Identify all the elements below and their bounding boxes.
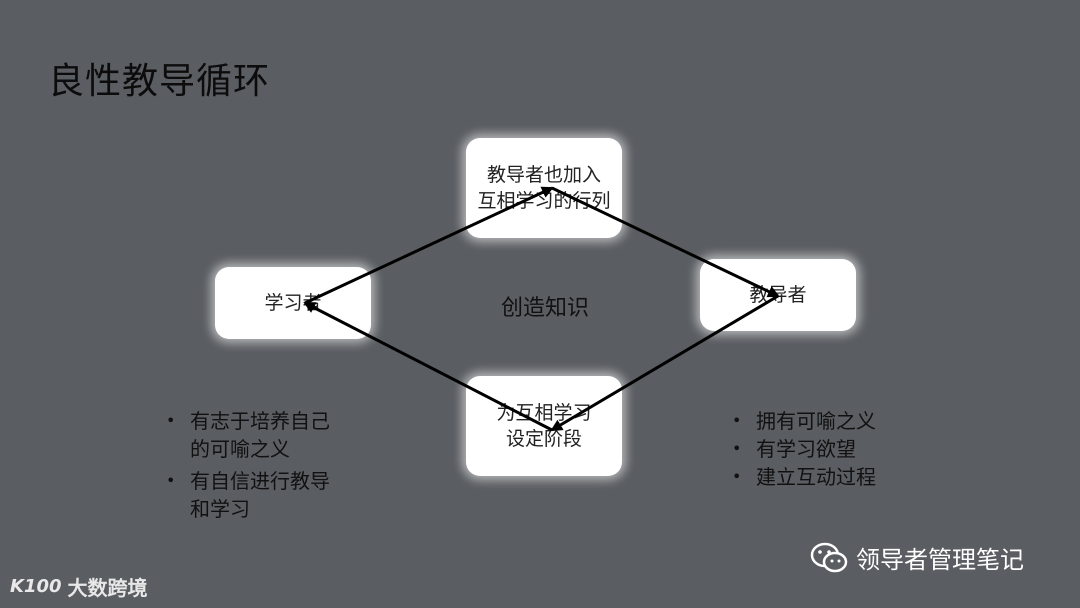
node-learner-label: 学习者 [264,292,322,314]
mentor-traits-list: 拥有可喻之义 有学习欲望 建立互动过程 [732,407,932,491]
center-label: 创造知识 [500,296,589,321]
logo-mark: K100 [10,576,62,597]
node-set-stage: 为互相学习 设定阶段 [466,376,622,476]
list-item: 建立互动过程 [732,463,932,491]
node-mentor: 教导者 [700,259,856,331]
node-learner: 学习者 [215,267,371,339]
learner-traits-list: 有志于培养自己的可喻之义 有自信进行教导和学习 [166,407,336,527]
node-set-stage-label: 为互相学习 设定阶段 [496,402,592,450]
node-mentor-label: 教导者 [749,284,807,306]
list-item: 有自信进行教导和学习 [166,467,336,523]
wechat-watermark: 领导者管理笔记 [810,540,1024,575]
list-item: 有志于培养自己的可喻之义 [166,407,336,463]
watermark-text: 领导者管理笔记 [856,546,1024,574]
node-mentor-joins-learning-label: 教导者也加入 互相学习的行列 [477,164,611,212]
list-item: 拥有可喻之义 [732,407,932,435]
slide-title: 良性教导循环 [48,61,271,102]
logo-text: 大数跨境 [67,576,148,600]
wechat-icon [810,542,848,572]
brand-logo: K100 大数跨境 [10,572,148,601]
list-item: 有学习欲望 [732,435,932,463]
node-mentor-joins-learning: 教导者也加入 互相学习的行列 [466,138,622,238]
